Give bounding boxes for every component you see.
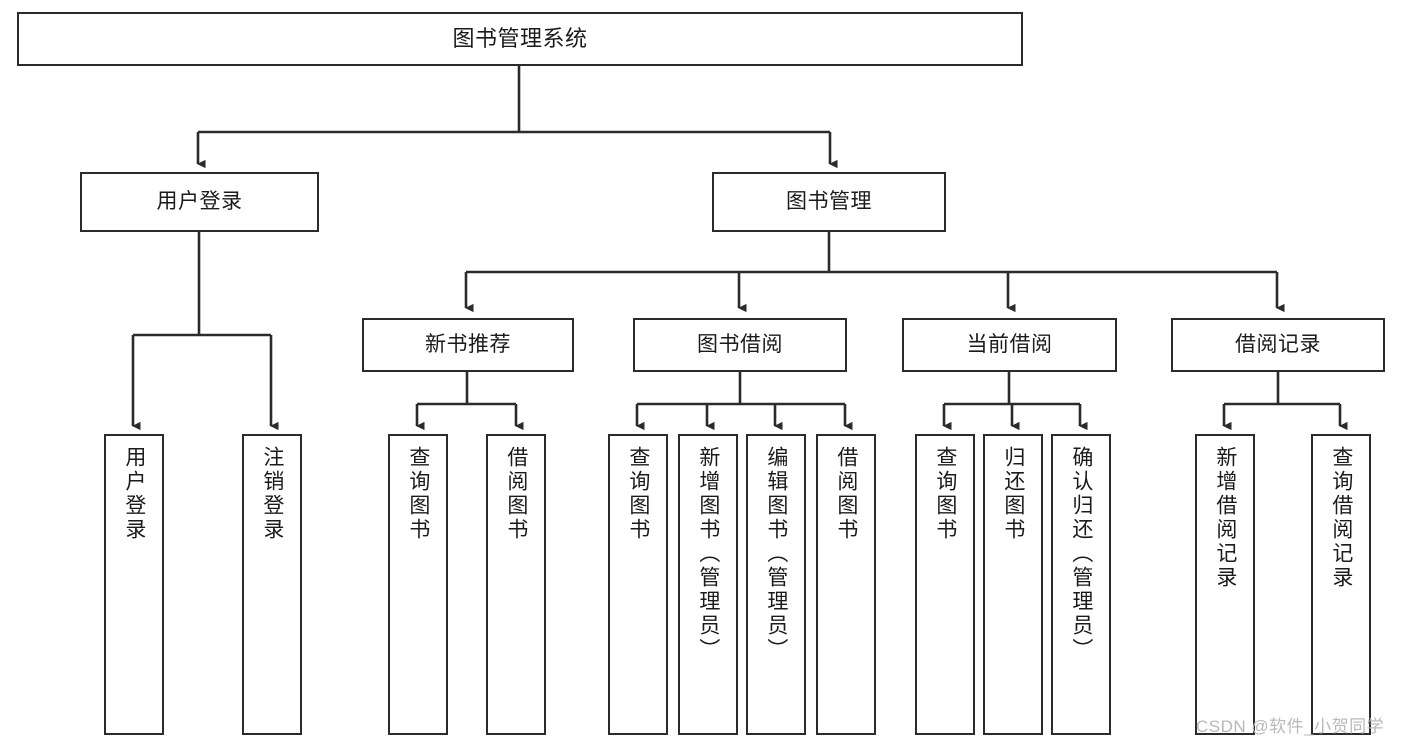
leaf-confirm-return-label: 确认归还（管理员） [1069,446,1093,662]
leaf-add-book[interactable]: 新增图书（管理员） [678,434,738,735]
leaf-add-borrow-record[interactable]: 新增借阅记录 [1195,434,1255,735]
node-root-system-label: 图书管理系统 [452,25,588,51]
leaf-query-borrow-record[interactable]: 查询借阅记录 [1311,434,1371,735]
node-current-borrow-label: 当前借阅 [966,333,1053,357]
node-root-system[interactable]: 图书管理系统 [17,12,1023,66]
node-book-borrow-label: 图书借阅 [697,333,783,357]
node-borrow-record-label: 借阅记录 [1235,333,1321,357]
leaf-borrow-book-a[interactable]: 借阅图书 [486,434,546,735]
leaf-query-book-b[interactable]: 查询图书 [608,434,668,735]
leaf-query-book-a[interactable]: 查询图书 [388,434,448,735]
leaf-return-book[interactable]: 归还图书 [983,434,1043,735]
leaf-query-borrow-record-label: 查询借阅记录 [1329,446,1353,590]
node-book-borrow[interactable]: 图书借阅 [633,318,847,372]
leaf-confirm-return[interactable]: 确认归还（管理员） [1051,434,1111,735]
node-user-login-label: 用户登录 [156,190,243,214]
leaf-edit-book-label: 编辑图书（管理员） [764,446,788,662]
leaf-add-book-label: 新增图书（管理员） [696,446,720,662]
leaf-borrow-book-a-label: 借阅图书 [504,446,528,542]
node-new-book-recommend[interactable]: 新书推荐 [362,318,574,372]
leaf-user-login-label: 用户登录 [122,446,146,542]
leaf-query-book-b-label: 查询图书 [626,446,650,542]
leaf-borrow-book-b-label: 借阅图书 [834,446,858,542]
leaf-edit-book[interactable]: 编辑图书（管理员） [746,434,806,735]
leaf-borrow-book-b[interactable]: 借阅图书 [816,434,876,735]
leaf-query-book-a-label: 查询图书 [406,446,430,542]
node-book-manage-label: 图书管理 [786,190,872,214]
node-book-manage[interactable]: 图书管理 [712,172,946,232]
leaf-return-book-label: 归还图书 [1001,446,1025,542]
node-user-login[interactable]: 用户登录 [80,172,319,232]
leaf-user-login[interactable]: 用户登录 [104,434,164,735]
node-current-borrow[interactable]: 当前借阅 [902,318,1117,372]
leaf-logout[interactable]: 注销登录 [242,434,302,735]
node-new-book-recommend-label: 新书推荐 [425,333,511,357]
node-borrow-record[interactable]: 借阅记录 [1171,318,1385,372]
leaf-logout-label: 注销登录 [260,446,284,542]
leaf-query-book-c-label: 查询图书 [933,446,957,542]
leaf-add-borrow-record-label: 新增借阅记录 [1213,446,1237,590]
leaf-query-book-c[interactable]: 查询图书 [915,434,975,735]
